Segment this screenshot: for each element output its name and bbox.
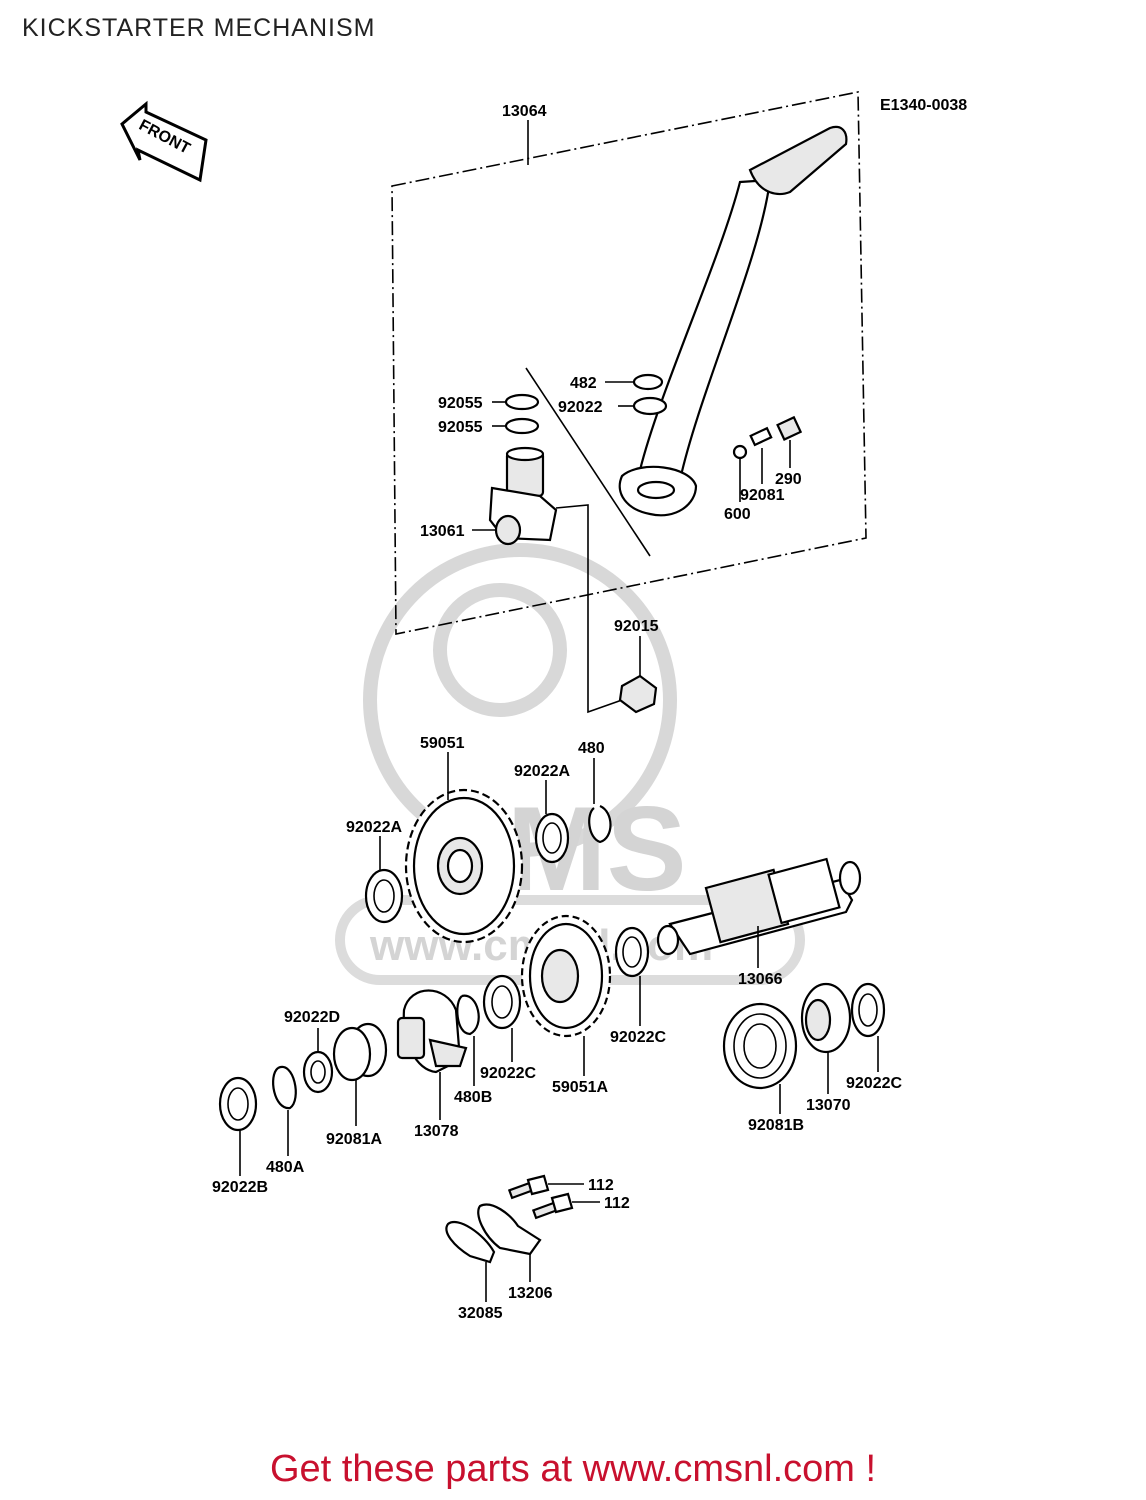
- washer-92022A-left: [364, 868, 404, 924]
- washer-92022D: [302, 1050, 334, 1094]
- part-label-92081A: 92081A: [326, 1131, 382, 1148]
- part-label-92022C-right: 92022C: [846, 1075, 902, 1092]
- plate-32085: [445, 1221, 496, 1264]
- circlip-480B: [456, 994, 480, 1036]
- plug-290: [776, 415, 803, 441]
- gear-59051: [404, 788, 524, 944]
- washer-92022C-right: [850, 982, 886, 1038]
- bolt-112-b: [531, 1192, 574, 1220]
- spring-92081B: [722, 1002, 798, 1090]
- shaft-13066: [656, 857, 862, 956]
- bolt-112-a: [507, 1174, 550, 1200]
- part-label-13078: 13078: [414, 1123, 459, 1140]
- part-label-92022: 92022: [558, 399, 603, 416]
- part-label-480A: 480A: [266, 1159, 305, 1176]
- part-label-13206: 13206: [508, 1285, 553, 1302]
- page-title: KICKSTARTER MECHANISM: [22, 14, 376, 42]
- kick-lever: [618, 125, 848, 517]
- nut-92015: [618, 674, 658, 714]
- washer-482: [632, 373, 664, 391]
- ratchet-13078: [396, 989, 468, 1074]
- parts-diagram: CMS www.cmsnl.com FRONT E1340-0038: [120, 91, 967, 1322]
- part-label-92022D: 92022D: [284, 1009, 340, 1026]
- part-label-92055-b: 92055: [438, 419, 483, 436]
- circlip-480A: [272, 1065, 297, 1110]
- part-label-112-a: 112: [588, 1177, 614, 1194]
- part-label-13066: 13066: [738, 971, 783, 988]
- washer-92022A-right: [534, 812, 570, 864]
- part-label-480B: 480B: [454, 1089, 492, 1106]
- ball-600: [732, 444, 748, 460]
- part-label-32085: 32085: [458, 1305, 503, 1322]
- part-label-600: 600: [724, 506, 751, 523]
- part-label-92022C-mid: 92022C: [480, 1065, 536, 1082]
- washer-92022B: [218, 1076, 258, 1132]
- part-label-480: 480: [578, 740, 605, 757]
- shaft-13061: [488, 446, 558, 546]
- washer-92022C-shaft: [614, 926, 650, 978]
- part-label-290: 290: [775, 471, 802, 488]
- part-label-92022B: 92022B: [212, 1179, 268, 1196]
- part-label-59051A: 59051A: [552, 1079, 608, 1096]
- spring-92081A: [332, 1022, 388, 1082]
- part-label-92022A-right: 92022A: [514, 763, 570, 780]
- washer-92022: [632, 396, 668, 416]
- gear-59051A: [520, 914, 612, 1038]
- part-label-13061: 13061: [420, 523, 465, 540]
- leader-lines: [239, 381, 879, 1302]
- part-label-92055-a: 92055: [438, 395, 483, 412]
- part-labels: 13064 482 92055 92022 92055 290 92081 60…: [212, 103, 902, 1322]
- footer-link-text[interactable]: Get these parts at www.cmsnl.com !: [269, 1448, 877, 1490]
- oring-92055-b: [504, 417, 540, 435]
- collar-13070: [800, 982, 852, 1054]
- ref-code: E1340-0038: [880, 97, 967, 114]
- part-label-13070: 13070: [806, 1097, 851, 1114]
- part-label-92022C-shaft: 92022C: [610, 1029, 666, 1046]
- guide-13206: [477, 1203, 542, 1256]
- spring-92081: [749, 426, 773, 447]
- part-label-112-b: 112: [604, 1195, 630, 1212]
- part-label-92081: 92081: [740, 487, 785, 504]
- oring-92055-a: [504, 393, 540, 411]
- washer-92022C-mid: [482, 974, 522, 1030]
- part-label-92081B: 92081B: [748, 1117, 804, 1134]
- part-label-59051: 59051: [420, 735, 465, 752]
- front-arrow: FRONT: [120, 100, 208, 183]
- assembly-box-13064: [391, 91, 867, 635]
- part-label-482: 482: [570, 375, 597, 392]
- part-label-92015: 92015: [614, 618, 659, 635]
- part-label-13064: 13064: [502, 103, 547, 120]
- circlip-480: [588, 804, 612, 844]
- part-label-92022A-left: 92022A: [346, 819, 402, 836]
